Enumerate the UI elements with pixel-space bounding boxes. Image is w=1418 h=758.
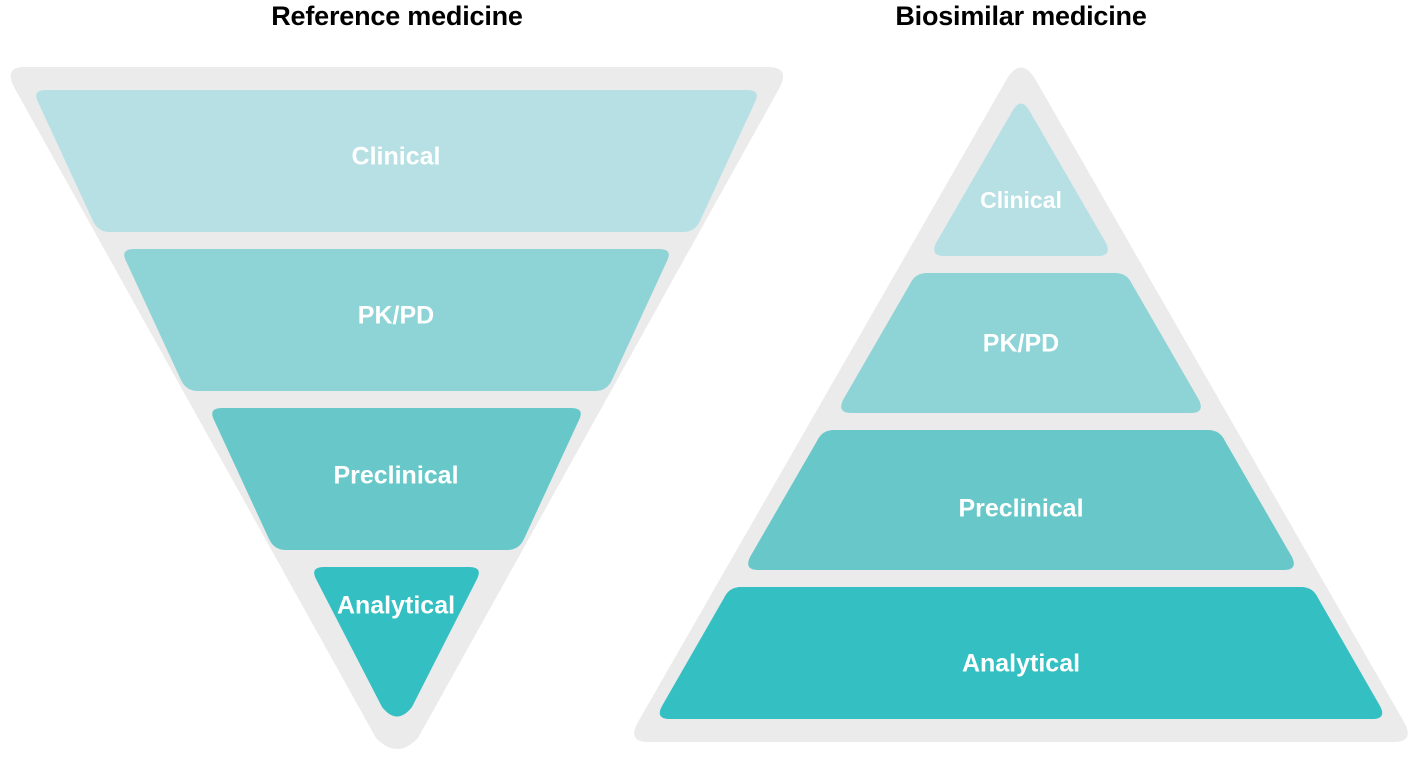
biosimilar-tier-preclinical-label: Preclinical (958, 495, 1083, 523)
panel-title-reference: Reference medicine (271, 1, 523, 31)
reference-tier-analytical[interactable]: Analytical (314, 567, 479, 717)
biosimilar-tier-preclinical-shape (748, 430, 1294, 570)
reference-tier-preclinical-label: Preclinical (333, 462, 458, 490)
reference-tier-clinical[interactable]: Clinical (36, 90, 757, 232)
biosimilar-tier-pkpd-label: PK/PD (983, 330, 1059, 358)
reference-tier-pkpd-label: PK/PD (358, 302, 434, 330)
reference-tier-clinical-label: Clinical (352, 143, 441, 171)
panel-reference: Clinical PK/PD Preclinical Analytical (10, 67, 784, 749)
reference-tier-analytical-label: Analytical (337, 592, 455, 620)
biosimilar-tier-analytical-shape (659, 587, 1383, 719)
biosimilar-tier-analytical[interactable]: Analytical (659, 587, 1383, 719)
biosimilar-tier-clinical-shape (934, 103, 1108, 256)
panel-biosimilar: Clinical PK/PD Preclinical Analytical (634, 67, 1408, 742)
biosimilar-tier-clinical-label: Clinical (980, 187, 1062, 213)
reference-tier-preclinical[interactable]: Preclinical (212, 408, 581, 550)
biosimilar-tier-clinical[interactable]: Clinical (934, 103, 1108, 257)
biosimilar-tier-pkpd[interactable]: PK/PD (841, 273, 1201, 413)
reference-tier-pkpd-shape (124, 249, 669, 391)
biosimilar-tier-pkpd-shape (841, 273, 1201, 413)
panel-title-biosimilar: Biosimilar medicine (895, 1, 1147, 31)
biosimilar-tier-analytical-label: Analytical (962, 650, 1080, 678)
reference-tier-preclinical-shape (212, 408, 581, 550)
reference-tier-analytical-shape (314, 567, 479, 717)
reference-tier-clinical-shape (36, 90, 757, 232)
reference-tier-pkpd[interactable]: PK/PD (124, 249, 669, 391)
biosimilar-tier-preclinical[interactable]: Preclinical (748, 430, 1294, 570)
